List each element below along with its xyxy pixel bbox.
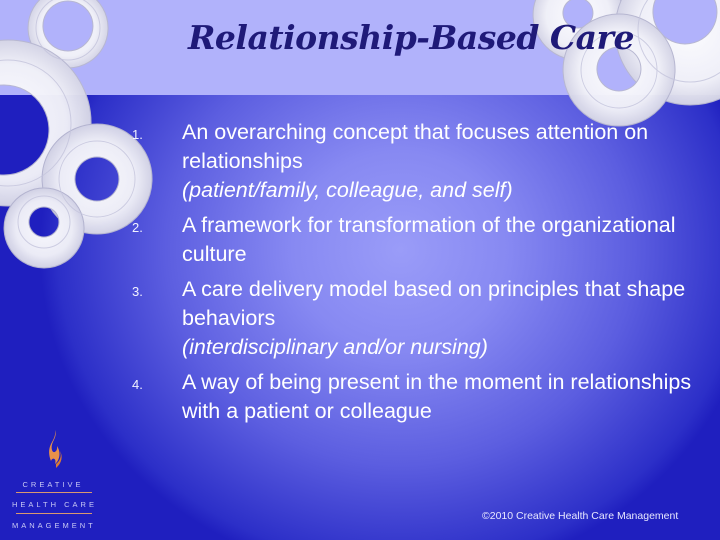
list-item-note: (patient/family, colleague, and self) [182,178,513,202]
list-item-text: A way of being present in the moment in … [182,370,692,423]
list-item: 1. An overarching concept that focuses a… [132,118,692,205]
slide-title: Relationship-Based Care [188,18,634,57]
list-item-text: A framework for transformation of the or… [182,213,676,266]
list-item-note: (interdisciplinary and/or nursing) [182,335,488,359]
copyright-footer: ©2010 Creative Health Care Management [482,510,679,522]
logo-line-1: CREATIVE [22,480,84,489]
list-number: 3. [132,284,143,299]
list-item-text: A care delivery model based on principle… [182,277,686,330]
numbered-list: 1. An overarching concept that focuses a… [132,118,692,432]
list-item: 4. A way of being present in the moment … [132,368,692,426]
list-number: 1. [132,127,143,142]
list-item: 3. A care delivery model based on princi… [132,275,692,362]
list-item: 2. A framework for transformation of the… [132,211,692,269]
list-number: 4. [132,377,143,392]
logo-line-2: HEALTH CARE [12,500,97,509]
list-number: 2. [132,220,143,235]
list-item-text: An overarching concept that focuses atte… [182,120,649,173]
logo-line-3: MANAGEMENT [12,521,96,530]
logo-divider [16,513,92,514]
logo-divider [16,492,92,493]
flame-icon [49,430,62,468]
